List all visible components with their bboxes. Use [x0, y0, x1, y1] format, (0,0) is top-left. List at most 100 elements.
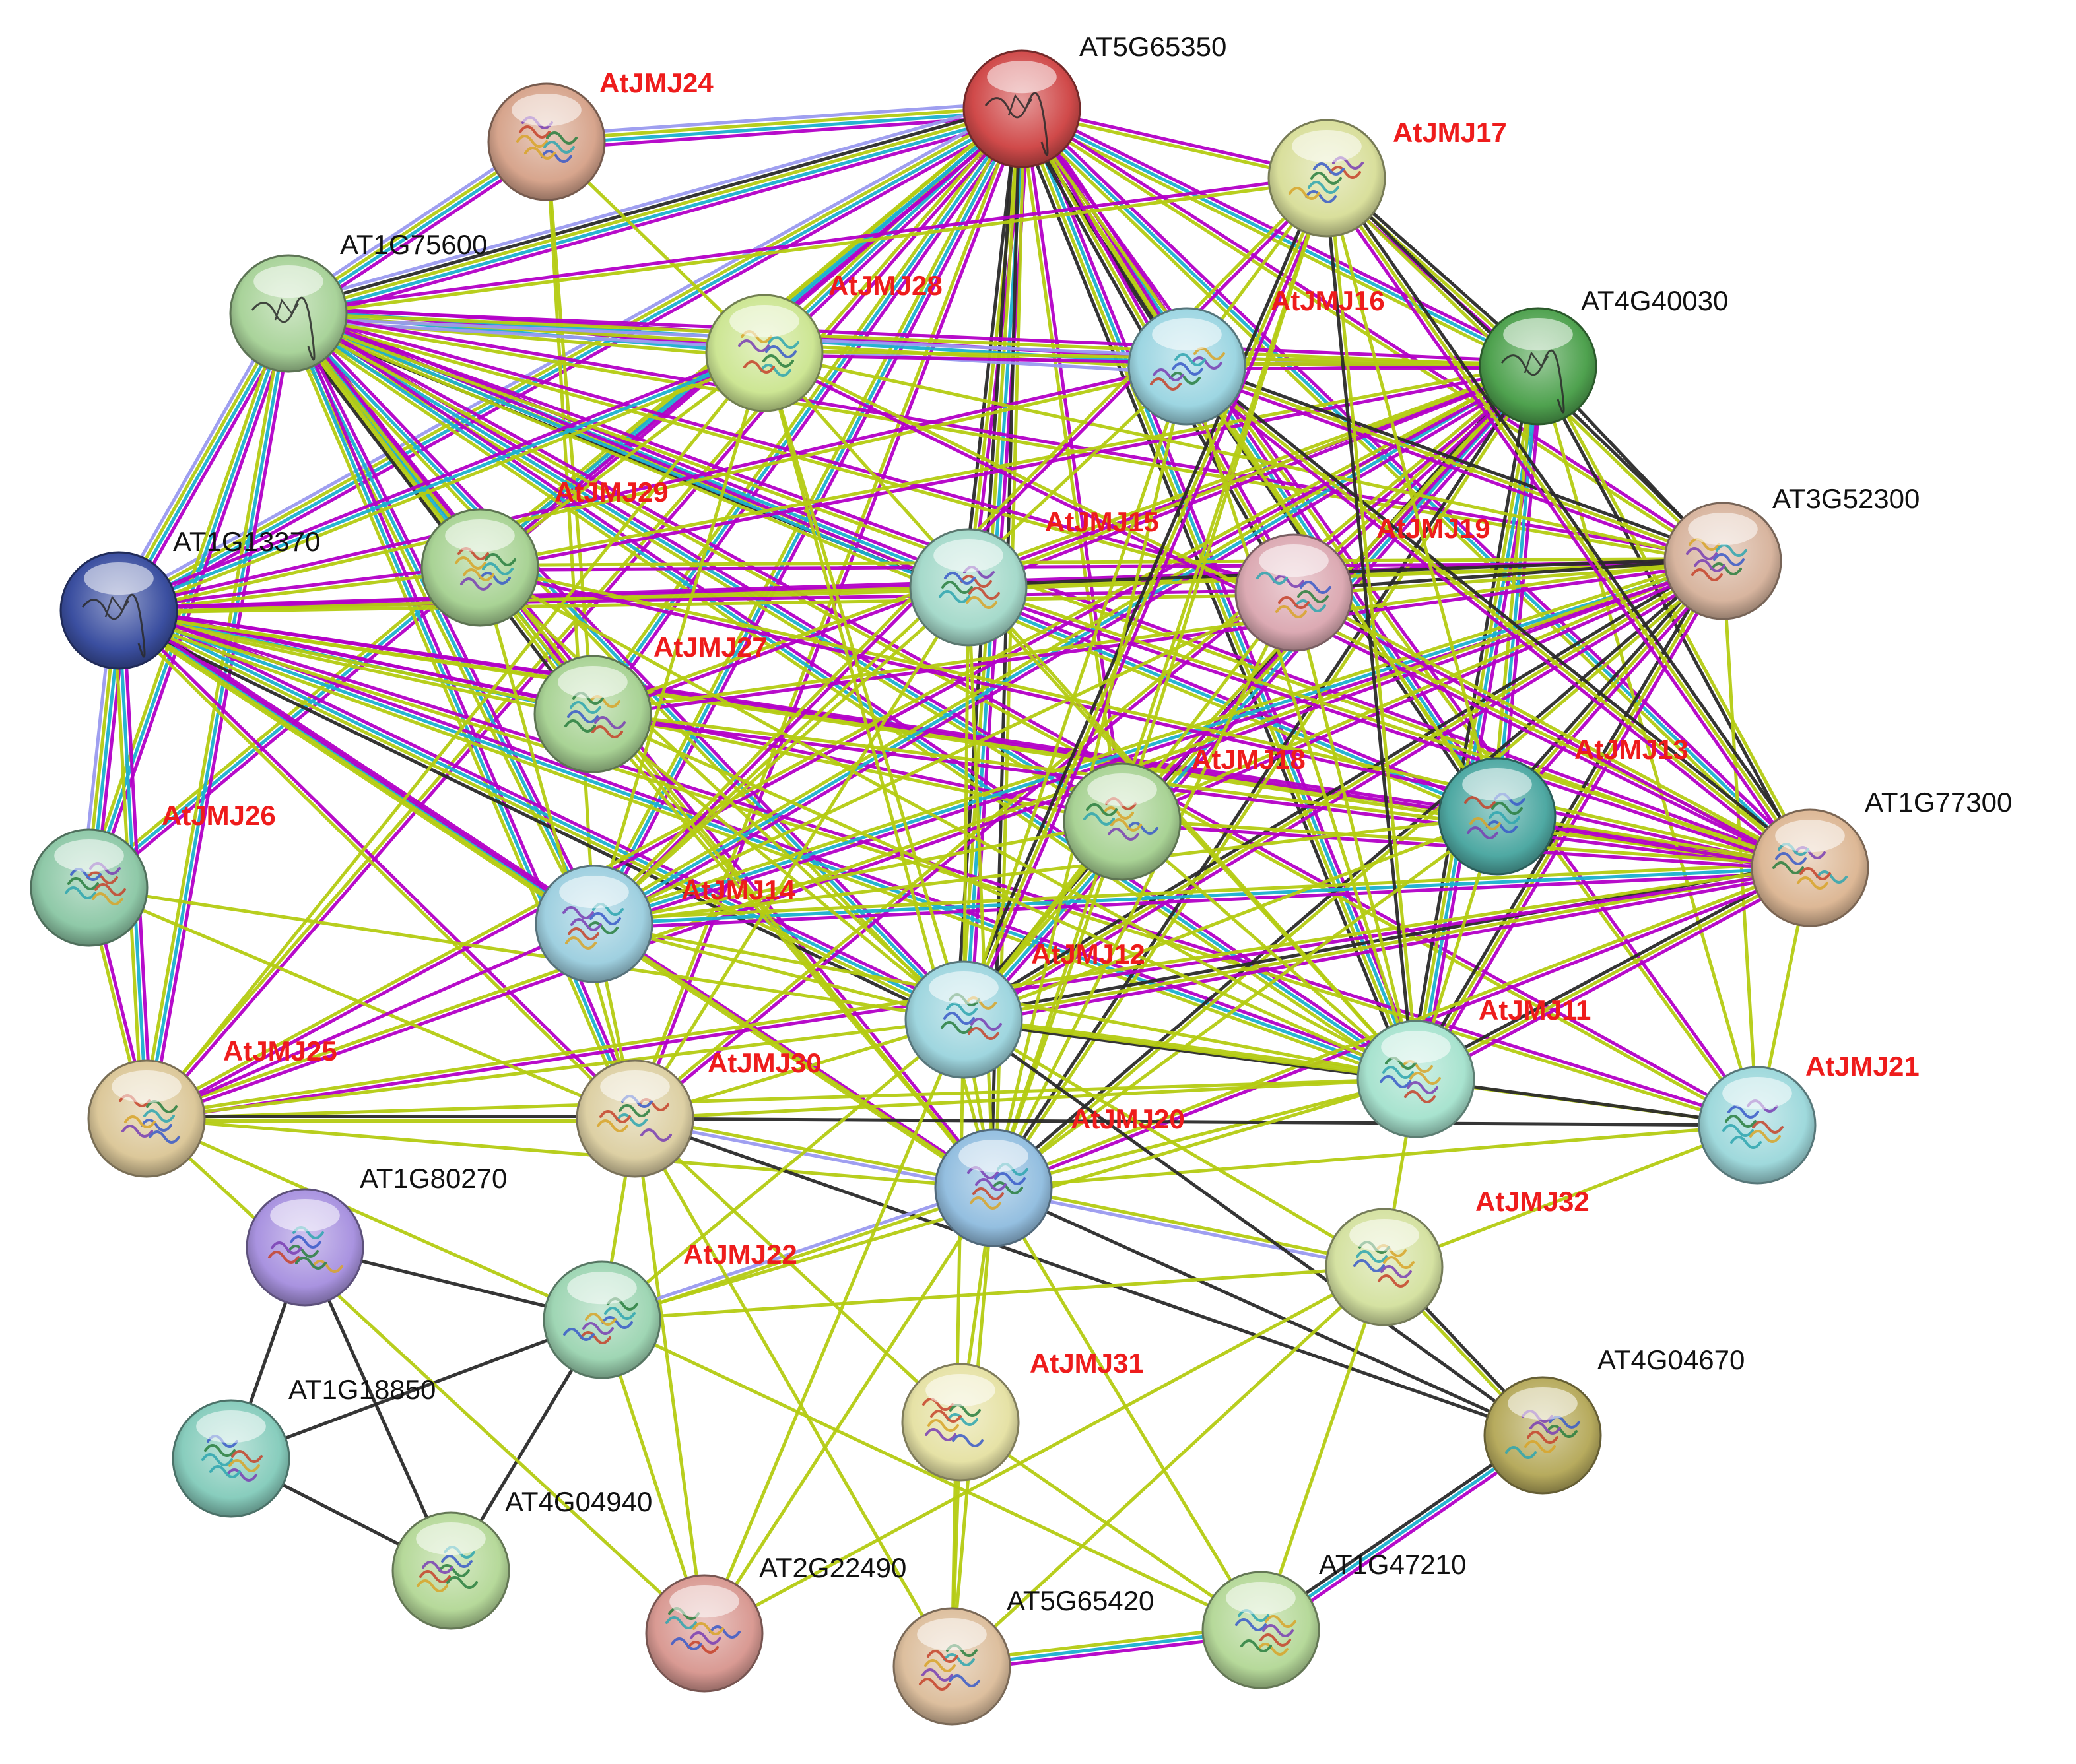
node-AtJMJ27[interactable] [533, 655, 652, 773]
node-AT5G65420[interactable] [892, 1607, 1011, 1726]
node-AtJMJ29[interactable] [420, 508, 539, 627]
node-AtJMJ28[interactable] [705, 294, 824, 412]
node-highlight [558, 665, 628, 699]
node-AT4G40030[interactable] [1479, 307, 1597, 426]
node-AtJMJ30[interactable] [576, 1059, 694, 1178]
protein-structure-icon [1722, 1099, 1784, 1149]
edge-AtJMJ14-AtJMJ12 [592, 922, 966, 1022]
edge-AtJMJ32-AT1G47210 [1259, 1265, 1386, 1632]
edge-line-experimental [477, 568, 1811, 872]
edge-line-textmining [950, 1265, 1386, 1668]
edge-line-textmining [478, 566, 1418, 1081]
edge-AT1G77300-AtJMJ16 [1182, 361, 1815, 873]
edge-line-textmining [478, 557, 1725, 568]
edge-AT1G77300-AtJMJ29 [477, 564, 1813, 872]
node-AT1G77300[interactable] [1751, 808, 1869, 927]
node-label-AT4G04670: AT4G04670 [1597, 1344, 1745, 1375]
edge-AtJMJ14-AtJMJ25 [145, 922, 596, 1121]
edge-line-experimental [967, 366, 1541, 591]
node-AtJMJ25[interactable] [87, 1059, 206, 1178]
node-AtJMJ12[interactable] [904, 960, 1023, 1079]
edge-AT1G80270-AT4G04940 [303, 1245, 453, 1573]
node-AT4G04940[interactable] [391, 1511, 510, 1630]
node-highlight [112, 1070, 182, 1103]
node-AT1G18850[interactable] [172, 1399, 290, 1518]
edge-AT5G65350-AtJMJ24 [544, 100, 1024, 150]
edge-AT1G75600-AT4G40030 [286, 307, 1540, 373]
edge-line-coexpression [1410, 556, 1721, 1078]
node-highlight [1688, 512, 1758, 546]
edge-line-experimental [145, 922, 596, 1121]
edge-AtJMJ21-AtJMJ32 [1382, 1123, 1759, 1269]
node-AtJMJ11[interactable] [1356, 1020, 1475, 1138]
edge-AT1G13370-AtJMJ12 [114, 603, 969, 1028]
node-AtJMJ13[interactable] [1438, 757, 1557, 876]
edge-line-textmining [633, 1077, 1418, 1121]
edge-line-textmining [600, 1265, 1386, 1322]
edge-AT2G22490-AtJMJ25 [145, 1117, 706, 1635]
node-highlight [253, 265, 323, 298]
node-AtJMJ20[interactable] [934, 1128, 1053, 1247]
node-AT1G13370[interactable] [59, 551, 178, 670]
node-label-AT1G80270: AT1G80270 [360, 1163, 507, 1194]
node-AtJMJ16[interactable] [1127, 307, 1246, 426]
edge-line-experimental [1022, 103, 1542, 364]
edge-AtJMJ12-AtJMJ32 [962, 1018, 1386, 1269]
edge-line-textmining [1120, 820, 1418, 1081]
node-AtJMJ32[interactable] [1325, 1208, 1444, 1326]
protein-structure-icon [1256, 572, 1331, 618]
edge-line-database [1020, 107, 1540, 368]
node-AtJMJ15[interactable] [909, 528, 1028, 647]
node-label-AtJMJ19: AtJMJ19 [1376, 513, 1490, 544]
node-AT3G52300[interactable] [1663, 502, 1782, 620]
edge-AtJMJ32-AT5G65420 [950, 1265, 1386, 1668]
node-AtJMJ18[interactable] [1063, 762, 1182, 881]
node-AtJMJ21[interactable] [1698, 1066, 1817, 1185]
node-AT5G65350[interactable] [962, 49, 1081, 168]
node-AtJMJ14[interactable] [535, 865, 653, 983]
node-label-AtJMJ21: AtJMJ21 [1805, 1051, 1920, 1082]
edge-AtJMJ28-AtJMJ25 [145, 351, 766, 1121]
edge-line-textmining [600, 1318, 1263, 1632]
edge-line-experimental [967, 369, 1545, 1026]
edge-AtJMJ20-AT4G04670 [991, 1186, 1545, 1437]
node-label-AtJMJ20: AtJMJ20 [1071, 1103, 1185, 1134]
edge-AtJMJ27-AtJMJ12 [591, 712, 966, 1022]
edge-line-textmining [285, 313, 593, 717]
edge-line-coexpression [114, 614, 962, 1028]
node-label-AtJMJ28: AtJMJ28 [828, 270, 943, 301]
edge-AT4G40030-AtJMJ27 [590, 362, 1541, 718]
edge-line-database [288, 112, 1025, 320]
edge-line-database [118, 606, 967, 1020]
node-AtJMJ22[interactable] [543, 1260, 661, 1379]
edge-line-database [1022, 106, 1420, 1080]
node-highlight [416, 1522, 486, 1555]
edge-line-textmining [991, 1186, 1263, 1632]
node-highlight [559, 875, 629, 909]
edge-AtJMJ13-AtJMJ14 [592, 814, 1499, 926]
node-AT1G80270[interactable] [246, 1188, 364, 1307]
node-AtJMJ26[interactable] [30, 828, 149, 947]
edge-line-coexpression [962, 1018, 1545, 1437]
edge-line-coexpression [1188, 361, 1815, 866]
edge-line-coexpression [633, 1117, 1545, 1437]
node-AtJMJ24[interactable] [487, 82, 606, 201]
edge-line-textmining [545, 140, 596, 926]
edge-line-textmining [145, 1117, 995, 1190]
edge-line-coexpression [281, 315, 589, 720]
node-AtJMJ31[interactable] [901, 1363, 1020, 1482]
node-AT2G22490[interactable] [645, 1574, 764, 1693]
node-AtJMJ19[interactable] [1234, 533, 1353, 652]
edge-AT4G40030-AtJMJ29 [477, 362, 1541, 572]
node-AT4G04670[interactable] [1483, 1376, 1602, 1495]
edge-line-textmining [1414, 559, 1725, 1081]
node-AT1G47210[interactable] [1201, 1571, 1320, 1689]
edge-line-textmining [145, 1018, 966, 1121]
protein-structure-icon [939, 566, 1000, 609]
node-label-AtJMJ30: AtJMJ30 [708, 1047, 822, 1078]
edge-AT1G77300-AtJMJ17 [1321, 174, 1816, 872]
node-highlight [600, 1070, 670, 1103]
node-AtJMJ17[interactable] [1267, 119, 1386, 238]
node-AT1G75600[interactable] [229, 254, 348, 373]
